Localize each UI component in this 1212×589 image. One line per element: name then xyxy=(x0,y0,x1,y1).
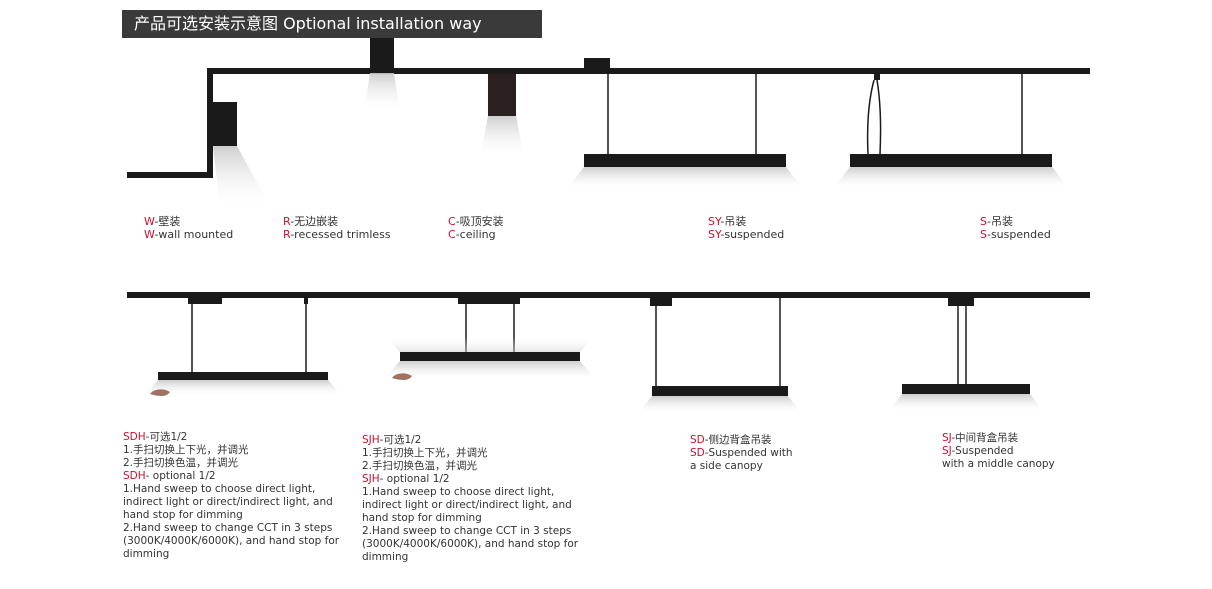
label-sj-middle-canopy: SJ-中间背盒吊装 SJ-Suspended with a middle can… xyxy=(942,432,1055,470)
label-r-recessed: R-无边嵌装 R-recessed trimless xyxy=(283,215,391,241)
fixture-s-suspended xyxy=(832,74,1070,190)
fixture-r-recessed xyxy=(364,31,400,112)
fixture-sy-suspended xyxy=(566,58,804,190)
fixture-sdh xyxy=(144,298,342,396)
fixture-sj-middle-canopy xyxy=(888,298,1044,412)
label-sd-side-canopy: SD-侧边背盒吊装 SD-Suspended with a side canop… xyxy=(690,434,793,472)
fixture-sd-side-canopy xyxy=(638,298,802,414)
page-title: 产品可选安装示意图 Optional installation way xyxy=(122,10,542,38)
hand-icon xyxy=(150,389,170,396)
wall-vertical xyxy=(207,68,213,178)
ceiling-line-top xyxy=(207,68,1090,74)
label-c-ceiling: C-吸顶安装 C-ceiling xyxy=(448,215,504,241)
label-sdh: SDH-可选1/2 1.手扫切换上下光，并调光 2.手扫切换色温，并调光 SDH… xyxy=(123,431,340,560)
hand-icon xyxy=(392,373,412,380)
ceiling-line-bottom xyxy=(127,292,1090,298)
label-sy-suspended: SY-吊装 SY-suspended xyxy=(708,215,785,241)
label-w-wall: W-壁装 W-wall mounted xyxy=(144,215,234,241)
label-s-suspended: S-吊装 S-suspended xyxy=(980,215,1051,241)
wall-floor-line xyxy=(127,172,213,178)
fixture-w-wall xyxy=(213,102,272,210)
fixture-c-ceiling xyxy=(480,74,524,158)
label-sjh: SJH-可选1/2 1.手扫切换上下光，并调光 2.手扫切换色温，并调光 SJH… xyxy=(362,434,579,563)
fixture-sjh xyxy=(384,298,596,380)
